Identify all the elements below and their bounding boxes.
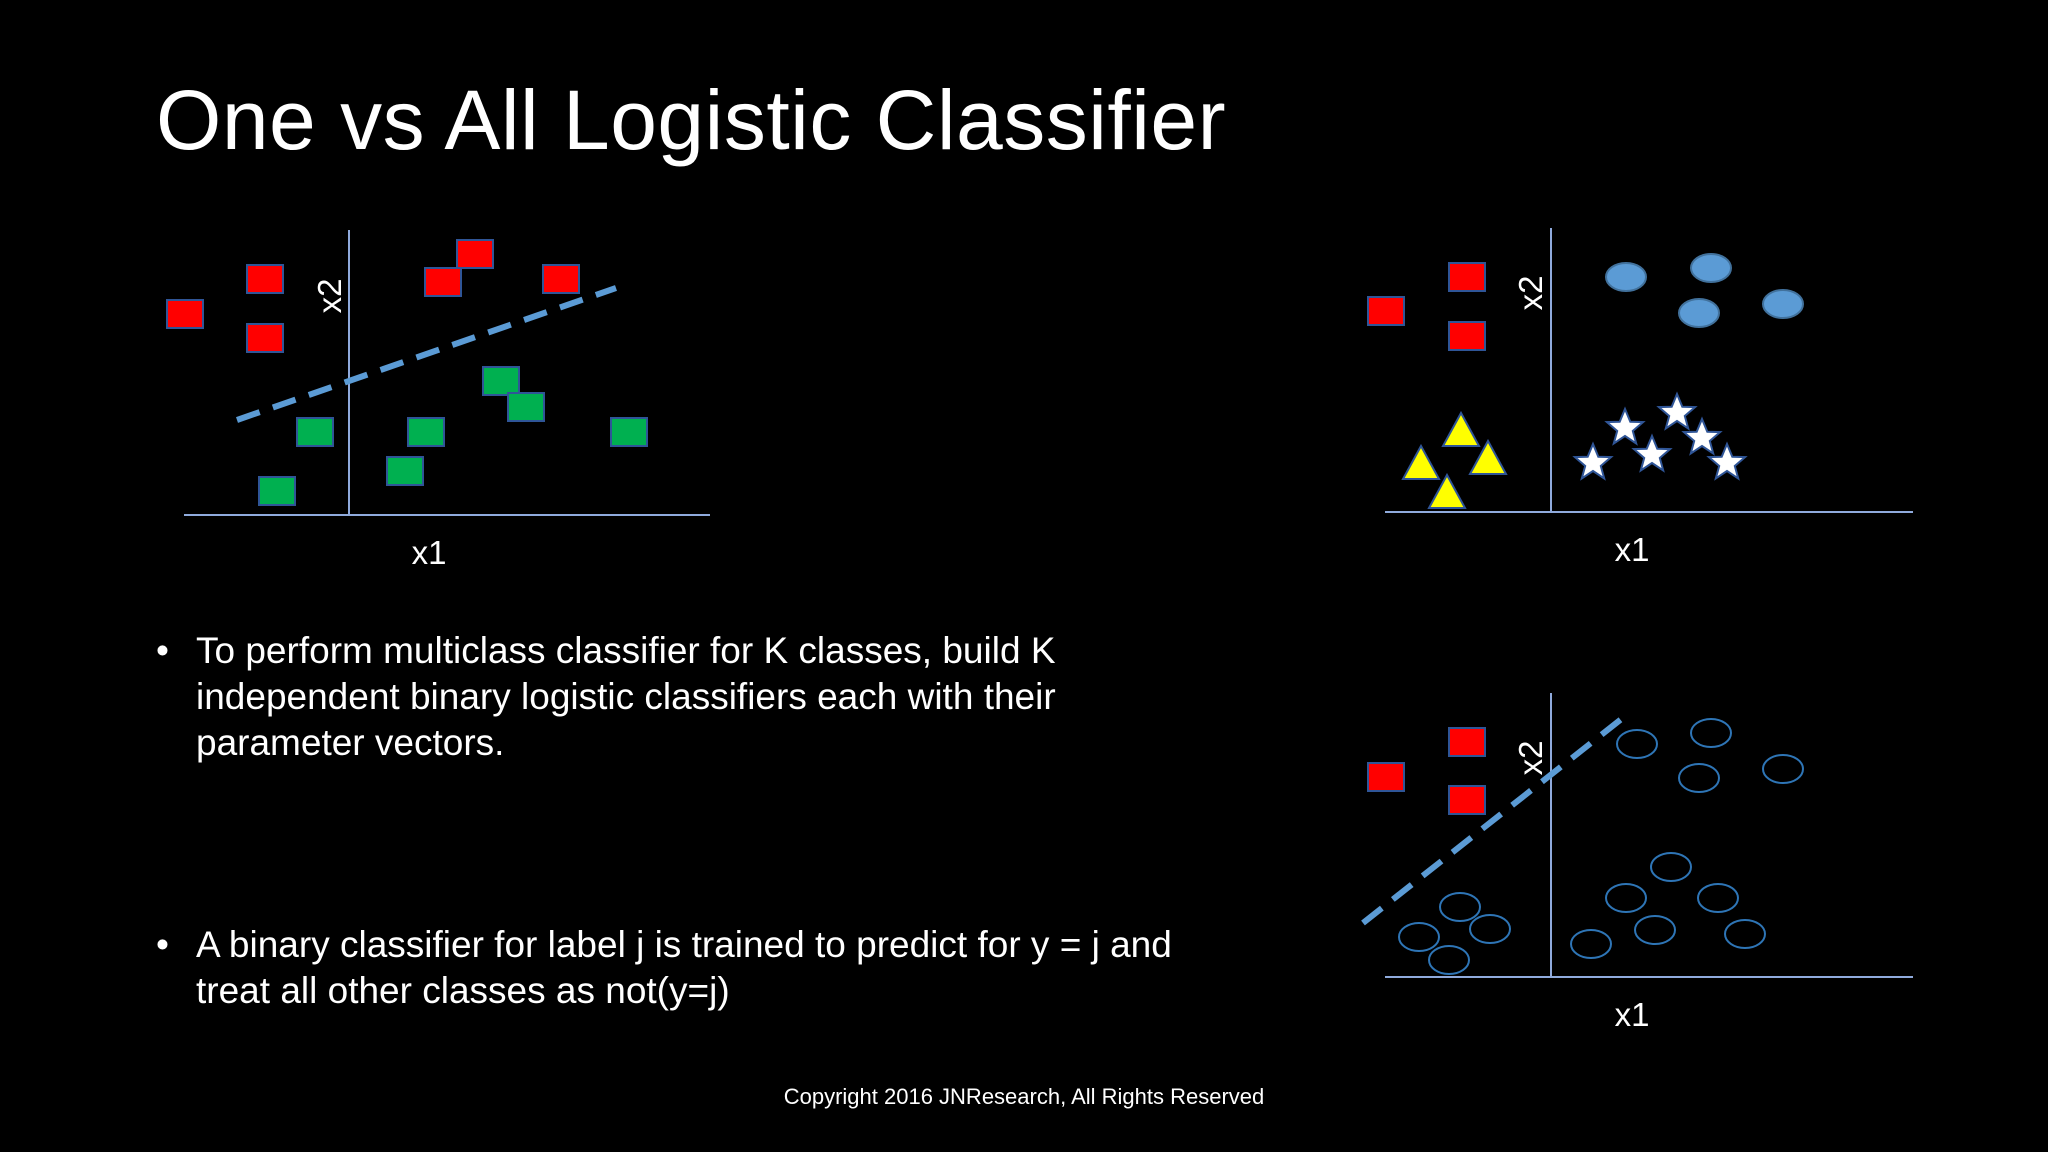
top-right-blue-ellipses (1605, 253, 1804, 328)
left-red-squares (166, 239, 580, 353)
blue-ellipse (1678, 298, 1720, 328)
white-star (1573, 443, 1613, 480)
blue-ellipse (1762, 289, 1804, 319)
hollow-ellipse (1439, 892, 1481, 922)
green-square (610, 417, 648, 447)
red-square (1448, 262, 1486, 292)
hollow-ellipse (1724, 919, 1766, 949)
bottom-right-decision-boundary (1361, 714, 1626, 926)
green-square (507, 392, 545, 422)
top-right-y-axis-label: x2 (1512, 276, 1549, 311)
top-right-plot: x1 x2 (1367, 228, 1913, 568)
bottom-right-red-squares (1367, 727, 1486, 815)
top-right-white-stars (1573, 393, 1747, 480)
left-green-squares (258, 366, 648, 506)
hollow-ellipse (1428, 945, 1470, 975)
green-square (386, 456, 424, 486)
top-right-red-squares (1367, 262, 1486, 351)
green-square (407, 417, 445, 447)
white-star (1657, 393, 1697, 430)
bullet-text: A binary classifier for label j is train… (196, 924, 1172, 1011)
bullet-item: • A binary classifier for label j is tra… (156, 922, 1196, 1014)
red-square (456, 239, 494, 269)
red-square (424, 267, 462, 297)
hollow-ellipse (1616, 729, 1658, 759)
red-square (1448, 785, 1486, 815)
hollow-ellipse (1398, 922, 1440, 952)
bottom-right-hollow-ellipses (1398, 718, 1804, 975)
white-star (1707, 443, 1747, 480)
hollow-ellipse (1605, 883, 1647, 913)
slide-title: One vs All Logistic Classifier (156, 73, 1227, 167)
left-x-axis-label: x1 (412, 534, 447, 571)
blue-ellipse (1605, 262, 1647, 292)
red-square (1448, 727, 1486, 757)
yellow-triangle (1441, 410, 1481, 447)
hollow-ellipse (1762, 754, 1804, 784)
red-square (246, 264, 284, 294)
bottom-right-y-axis-label: x2 (1512, 741, 1549, 776)
white-star (1632, 435, 1672, 472)
yellow-triangle (1427, 472, 1467, 509)
bottom-right-plot: x1 x2 (1361, 693, 1913, 1033)
left-plot: x1 x2 (166, 230, 710, 571)
hollow-ellipse (1690, 718, 1732, 748)
hollow-ellipse (1570, 929, 1612, 959)
red-square (1367, 762, 1405, 792)
bullet-text: To perform multiclass classifier for K c… (196, 630, 1056, 763)
red-square (166, 299, 204, 329)
blue-ellipse (1690, 253, 1732, 283)
bullet-item: • To perform multiclass classifier for K… (156, 628, 1196, 766)
green-square (482, 366, 520, 396)
bullet-marker: • (156, 924, 169, 965)
bullet-marker: • (156, 630, 169, 671)
yellow-triangle (1468, 438, 1508, 475)
hollow-ellipse (1678, 763, 1720, 793)
red-square (1448, 321, 1486, 351)
bullet-list: • To perform multiclass classifier for K… (156, 628, 1196, 1014)
hollow-ellipse (1634, 915, 1676, 945)
top-right-yellow-triangles (1401, 410, 1508, 509)
red-square (542, 264, 580, 294)
bottom-right-x-axis-label: x1 (1615, 996, 1650, 1033)
left-y-axis-label: x2 (311, 279, 348, 314)
white-star (1682, 418, 1722, 455)
copyright-notice: Copyright 2016 JNResearch, All Rights Re… (783, 1084, 1265, 1109)
hollow-ellipse (1650, 852, 1692, 882)
white-star (1605, 408, 1645, 445)
hollow-ellipse (1469, 914, 1511, 944)
green-square (258, 476, 296, 506)
hollow-ellipse (1697, 883, 1739, 913)
top-right-x-axis-label: x1 (1615, 531, 1650, 568)
green-square (296, 417, 334, 447)
yellow-triangle (1401, 443, 1441, 480)
red-square (246, 323, 284, 353)
left-decision-boundary (236, 285, 617, 423)
red-square (1367, 296, 1405, 326)
